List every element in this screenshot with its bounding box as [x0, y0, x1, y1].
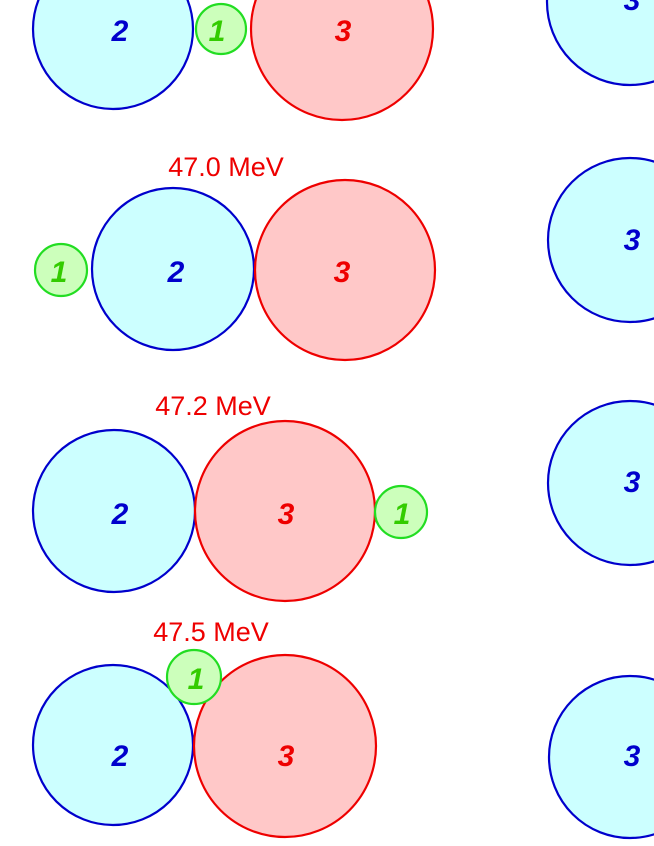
panel-2: 47.0 MeV 1 2 3 [33, 152, 437, 362]
right-fragment-3-label-4: 3 [624, 740, 641, 773]
fragment-2-label: 2 [111, 15, 129, 48]
fragment-1-circle [165, 648, 223, 706]
fragment-1-circle [33, 242, 89, 298]
right-fragment-3-circle-1 [545, 0, 654, 87]
fragment-1-circle [373, 484, 429, 540]
fragment-3-label: 3 [334, 256, 351, 289]
fragment-1-circle [194, 2, 248, 56]
fragment-1-label: 1 [51, 256, 68, 289]
fragment-2-label: 2 [111, 498, 129, 531]
fragment-3-label: 3 [335, 15, 352, 48]
fragment-1-label: 1 [394, 498, 411, 531]
fragment-3-circle [249, 0, 435, 122]
right-fragment-3-circle-4 [547, 674, 654, 840]
fragment-2-circle [31, 0, 195, 111]
energy-label: 47.5 MeV [153, 617, 269, 647]
fragment-1-label: 1 [188, 663, 205, 696]
fragment-1-label: 1 [209, 15, 226, 48]
fragment-3-label: 3 [278, 740, 295, 773]
right-fragment-3-circle-2 [546, 156, 654, 324]
fragment-2-label: 2 [111, 740, 129, 773]
right-column: 3 3 3 3 [545, 0, 654, 840]
right-fragment-3-label-3: 3 [624, 466, 641, 499]
fragment-3-circle [253, 178, 437, 362]
panel-4: 47.5 MeV 2 3 1 [31, 617, 378, 839]
right-fragment-3-label-1: 3 [624, 0, 641, 17]
fragment-2-label: 2 [167, 256, 185, 289]
panel-1: 2 1 3 [31, 0, 435, 122]
panel-3: 47.2 MeV 2 3 1 [31, 391, 429, 603]
fragment-3-circle [192, 653, 378, 839]
right-fragment-3-circle-3 [546, 399, 654, 567]
energy-label: 47.2 MeV [155, 391, 271, 421]
energy-label: 47.0 MeV [168, 152, 284, 182]
right-fragment-3-label-2: 3 [624, 224, 641, 257]
fragment-3-label: 3 [278, 498, 295, 531]
